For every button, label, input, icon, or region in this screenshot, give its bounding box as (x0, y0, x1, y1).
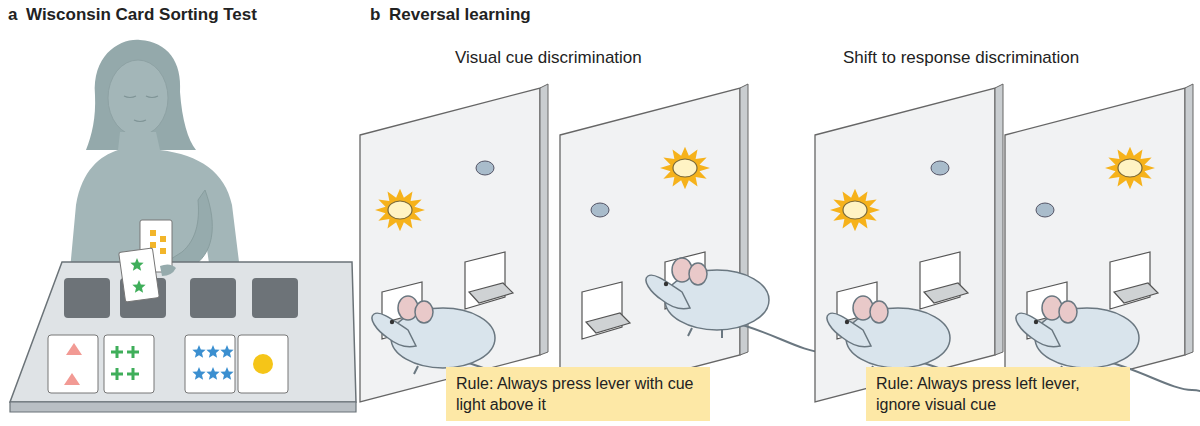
operant-wall (560, 84, 837, 402)
cue-light-off (931, 161, 949, 175)
cue-light-glow (830, 189, 880, 232)
card-test-figure (10, 40, 356, 412)
operant-wall (815, 84, 1018, 404)
cue-light-glow (375, 189, 425, 232)
rule-text: Rule: Always press lever with cue light … (456, 373, 700, 415)
cue-light-off (476, 161, 494, 175)
head (108, 60, 168, 136)
lever (1114, 283, 1158, 303)
card-slot (190, 278, 236, 318)
rule-box: Rule: Always press left lever, ignore vi… (866, 367, 1130, 421)
card (48, 335, 98, 393)
rule-box: Rule: Always press lever with cue light … (446, 367, 710, 421)
held-card (119, 248, 160, 302)
lever (586, 313, 630, 333)
lever (469, 283, 513, 303)
rule-text: Rule: Always press left lever, ignore vi… (876, 373, 1120, 415)
mouse (646, 258, 837, 366)
card-slot (64, 278, 110, 318)
operant-wall (360, 84, 563, 404)
cue-light-off (1036, 203, 1054, 217)
panel-title: Wisconsin Card Sorting Test (26, 5, 257, 25)
panel-letter: b (370, 5, 380, 25)
table (10, 262, 356, 402)
panel-letter: a (8, 5, 17, 25)
card-slot (252, 278, 298, 318)
cue-light-glow (660, 147, 710, 190)
cue-light-glow (1105, 147, 1155, 190)
lever (924, 283, 968, 303)
operant-wall (1005, 84, 1200, 404)
panel-title: Reversal learning (389, 5, 531, 25)
card (104, 335, 154, 393)
card (185, 335, 235, 393)
condition-heading: Visual cue discrimination (455, 48, 642, 68)
condition-heading: Shift to response discrimination (843, 48, 1079, 68)
cue-light-off (591, 203, 609, 217)
card (238, 335, 288, 393)
